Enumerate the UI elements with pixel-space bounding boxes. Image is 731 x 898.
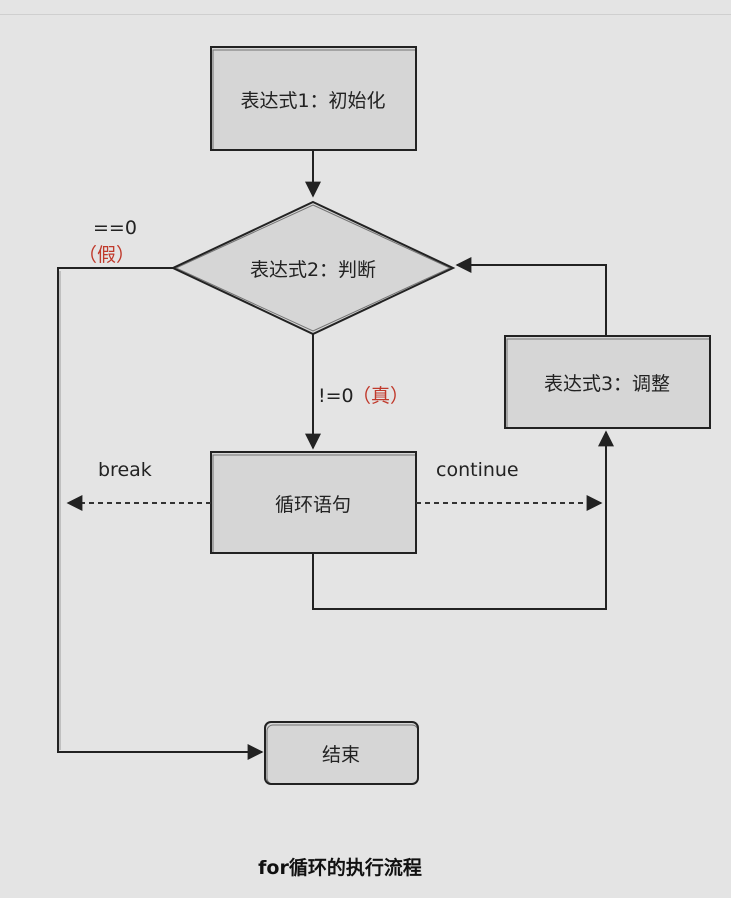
adjust-node: 表达式3：调整 (504, 335, 711, 429)
edge-cond-false-to-end (57, 267, 264, 760)
true-mark-label: （真） (352, 385, 409, 407)
loop-body-node-label: 循环语句 (275, 494, 351, 516)
adjust-node-label: 表达式3：调整 (544, 373, 670, 395)
loop-body-node: 循环语句 (210, 451, 417, 554)
condition-node: 表达式2：判断 (170, 200, 456, 336)
init-node-label: 表达式1：初始化 (240, 90, 385, 112)
true-value-label: !=0 (318, 385, 354, 407)
top-divider (0, 14, 731, 15)
edge-body-to-adjust (312, 430, 614, 610)
continue-label: continue (436, 459, 519, 481)
end-node-label: 结束 (322, 744, 360, 766)
break-label: break (98, 459, 152, 481)
init-node: 表达式1：初始化 (210, 46, 417, 151)
diagram-caption: for循环的执行流程 (258, 856, 422, 879)
condition-node-label: 表达式2：判断 (250, 259, 376, 281)
false-mark-label: （假） (78, 244, 135, 266)
end-node: 结束 (264, 721, 419, 785)
false-value-label: ==0 (93, 217, 137, 239)
edge-adjust-to-cond (455, 257, 607, 336)
